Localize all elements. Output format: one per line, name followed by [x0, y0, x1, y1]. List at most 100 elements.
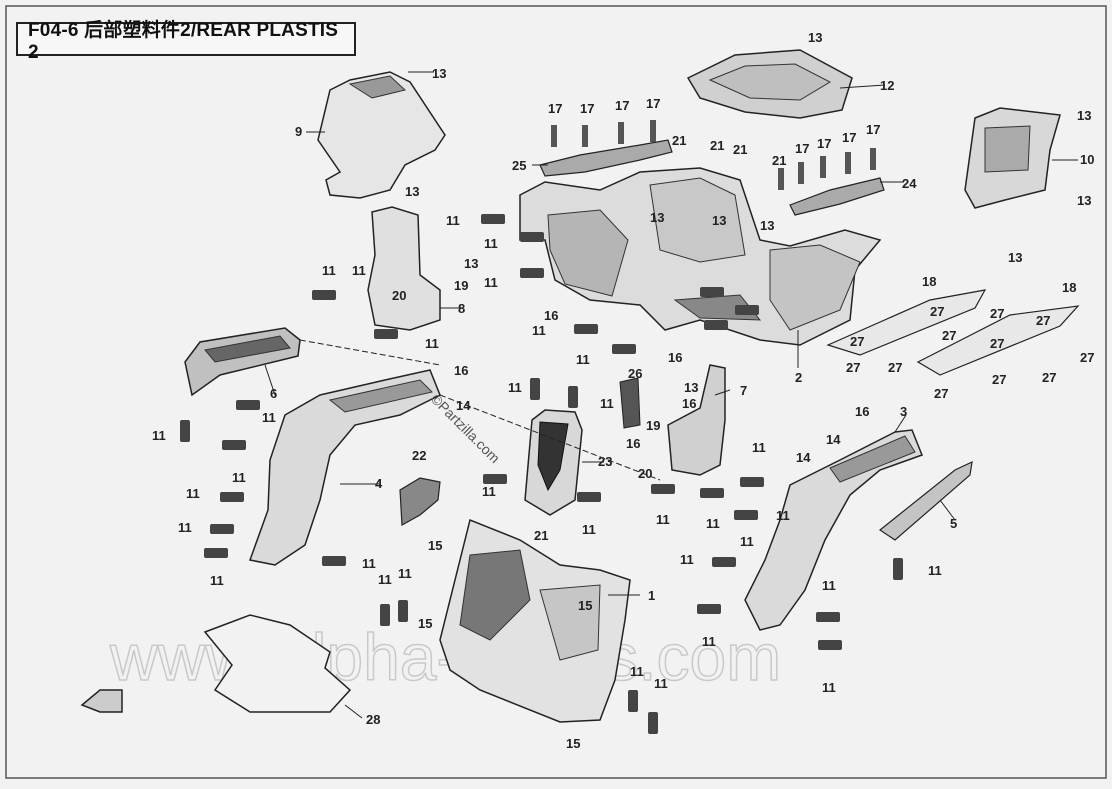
label-14: 14	[826, 432, 841, 447]
label-13: 13	[405, 184, 419, 199]
part-23-center-shield	[524, 409, 583, 516]
label-18: 18	[1062, 280, 1076, 295]
part-26-vent	[619, 377, 641, 429]
part-25-left-rail	[539, 139, 673, 177]
label-17: 17	[580, 101, 594, 116]
callout-labels: 13 12 13 9 13 13 10 13 13 17 17 17 17 21…	[152, 30, 1094, 751]
label-11: 11	[178, 520, 192, 535]
part-8-left-bracket	[367, 206, 441, 331]
label-17: 17	[548, 101, 562, 116]
label-14: 14	[796, 450, 811, 465]
label-15: 15	[418, 616, 432, 631]
label-27: 27	[1080, 350, 1094, 365]
label-11: 11	[232, 470, 246, 485]
label-27: 27	[846, 360, 860, 375]
label-16: 16	[682, 396, 696, 411]
label-7: 7	[740, 383, 747, 398]
label-25: 25	[512, 158, 526, 173]
label-27: 27	[934, 386, 948, 401]
label-18: 18	[922, 274, 936, 289]
label-11: 11	[680, 552, 694, 567]
label-13: 13	[712, 213, 726, 228]
label-16: 16	[855, 404, 869, 419]
part-22-cap	[399, 477, 441, 526]
label-17: 17	[646, 96, 660, 111]
label-22: 22	[412, 448, 426, 463]
fasteners	[180, 214, 903, 734]
part-5-right-trim	[878, 460, 973, 541]
label-11: 11	[656, 512, 670, 527]
label-4: 4	[375, 476, 383, 491]
label-11: 11	[630, 664, 644, 679]
part-9-left-upper-panel	[317, 71, 446, 199]
label-12: 12	[880, 78, 894, 93]
label-17: 17	[866, 122, 880, 137]
label-21: 21	[733, 142, 747, 157]
label-21: 21	[534, 528, 548, 543]
label-9: 9	[295, 124, 302, 139]
label-11: 11	[532, 323, 546, 338]
label-11: 11	[398, 566, 412, 581]
label-11: 11	[740, 534, 754, 549]
label-11: 11	[378, 572, 392, 587]
label-11: 11	[152, 428, 166, 443]
label-15: 15	[428, 538, 442, 553]
label-13: 13	[1077, 193, 1091, 208]
direction-arrow-icon	[80, 689, 123, 713]
label-11: 11	[362, 556, 376, 571]
label-13: 13	[432, 66, 446, 81]
part-3-right-side-panel	[744, 429, 923, 631]
label-17: 17	[817, 136, 831, 151]
label-11: 11	[482, 484, 496, 499]
label-26: 26	[628, 366, 642, 381]
label-27: 27	[990, 336, 1004, 351]
label-28: 28	[366, 712, 380, 727]
label-19: 19	[454, 278, 468, 293]
label-27: 27	[1036, 313, 1050, 328]
label-27: 27	[930, 304, 944, 319]
part-12-rear-rack-cover	[686, 49, 853, 119]
label-11: 11	[928, 563, 942, 578]
label-11: 11	[576, 352, 590, 367]
leader-lines	[264, 71, 1078, 719]
label-16: 16	[454, 363, 468, 378]
label-27: 27	[992, 372, 1006, 387]
label-16: 16	[544, 308, 558, 323]
label-11: 11	[446, 213, 460, 228]
outer-border	[5, 5, 1107, 779]
label-27: 27	[990, 306, 1004, 321]
part-4-left-side-panel	[248, 369, 441, 566]
label-27: 27	[850, 334, 864, 349]
label-13: 13	[464, 256, 478, 271]
label-3: 3	[900, 404, 907, 419]
label-20: 20	[392, 288, 406, 303]
part-6-left-step	[184, 327, 301, 397]
label-17: 17	[615, 98, 629, 113]
label-11: 11	[654, 676, 668, 691]
label-27: 27	[942, 328, 956, 343]
label-11: 11	[484, 236, 498, 251]
label-11: 11	[484, 275, 498, 290]
label-15: 15	[578, 598, 592, 613]
label-21: 21	[710, 138, 724, 153]
label-27: 27	[1042, 370, 1056, 385]
label-27: 27	[888, 360, 902, 375]
label-20: 20	[638, 466, 652, 481]
label-11: 11	[582, 522, 596, 537]
part-24-right-rail	[789, 177, 885, 216]
label-1: 1	[648, 588, 655, 603]
label-23: 23	[598, 454, 612, 469]
part-18-plates	[826, 289, 1080, 376]
label-11: 11	[186, 486, 200, 501]
label-11: 11	[822, 680, 836, 695]
bolts-17	[551, 120, 876, 190]
label-11: 11	[776, 508, 790, 523]
part-10-right-upper-panel	[964, 107, 1061, 209]
part-1-lower-center-panel	[439, 518, 631, 723]
part-7-right-bracket	[667, 364, 726, 476]
label-11: 11	[706, 516, 720, 531]
label-13: 13	[760, 218, 774, 233]
label-11: 11	[600, 396, 614, 411]
